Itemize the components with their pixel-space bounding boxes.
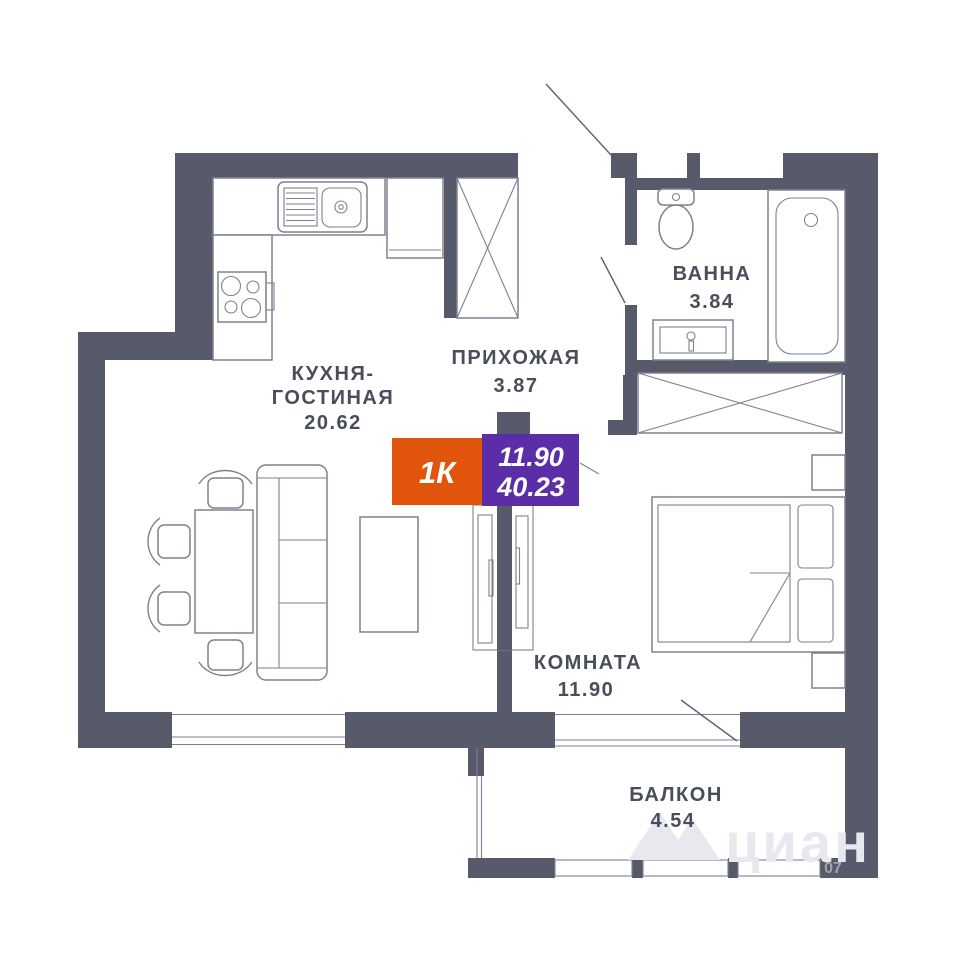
watermark-text: циан bbox=[725, 811, 871, 874]
balcony-glazing bbox=[476, 748, 821, 877]
bed-icon bbox=[651, 496, 846, 653]
nightstand bbox=[811, 454, 846, 491]
room-area: 3.87 bbox=[494, 375, 539, 397]
bathroom-door-swing bbox=[600, 256, 626, 304]
dining-table-icon bbox=[194, 509, 254, 634]
room-area: 4.54 bbox=[651, 810, 696, 832]
entrance-door-swing bbox=[545, 83, 612, 156]
area-badge-bg bbox=[482, 434, 579, 506]
watermark: циан 07 bbox=[628, 811, 871, 877]
kitchen-living-label: КУХНЯ- ГОСТИНАЯ 20.62 bbox=[272, 363, 394, 434]
apartment-type-badge: 1К bbox=[392, 438, 482, 505]
chair-icon bbox=[147, 584, 191, 633]
room-area: 3.84 bbox=[690, 291, 735, 313]
chair-icon bbox=[198, 639, 253, 677]
room-name: КУХНЯ- bbox=[292, 363, 375, 385]
living-room-window bbox=[172, 713, 345, 746]
room-name: БАЛКОН bbox=[629, 784, 723, 806]
room-name: КОМНАТА bbox=[534, 652, 642, 674]
bathroom-label: ВАННА 3.84 bbox=[673, 263, 752, 313]
room-area: 11.90 bbox=[558, 679, 614, 701]
area-badge: 11.90 40.23 bbox=[482, 434, 600, 506]
stove-icon bbox=[217, 271, 275, 323]
bathroom-vanity-icon bbox=[652, 319, 734, 361]
chair-icon bbox=[147, 517, 191, 566]
hallway-label: ПРИХОЖАЯ 3.87 bbox=[451, 347, 580, 397]
watermark-logo-icon bbox=[628, 812, 720, 860]
room-area: 20.62 bbox=[304, 412, 362, 434]
room-name: ВАННА bbox=[673, 263, 752, 285]
sofa-icon bbox=[256, 464, 328, 681]
bedroom-balcony-window bbox=[555, 713, 740, 747]
bedroom-wardrobe-icon bbox=[637, 372, 843, 434]
balcony-label: БАЛКОН 4.54 bbox=[629, 784, 723, 832]
room-area-value: 11.90 bbox=[498, 442, 564, 472]
watermark-suffix: 07 bbox=[824, 860, 842, 877]
room-name: ГОСТИНАЯ bbox=[272, 387, 394, 409]
room-name: ПРИХОЖАЯ bbox=[451, 347, 580, 369]
type-badge-label: 1К bbox=[419, 455, 457, 490]
badge-leader-line bbox=[579, 462, 600, 475]
chair-icon bbox=[198, 469, 253, 509]
hallway-wardrobe-icon bbox=[456, 177, 519, 319]
kitchen-sink-icon bbox=[277, 181, 368, 233]
bedroom-label: КОМНАТА 11.90 bbox=[534, 652, 642, 701]
balcony-door-swing bbox=[680, 699, 738, 742]
total-area-value: 40.23 bbox=[496, 472, 565, 502]
bathtub-icon bbox=[767, 189, 846, 363]
coffee-table-icon bbox=[359, 516, 419, 633]
toilet-icon bbox=[657, 188, 695, 250]
type-badge-bg bbox=[392, 438, 482, 505]
nightstand bbox=[811, 652, 846, 689]
